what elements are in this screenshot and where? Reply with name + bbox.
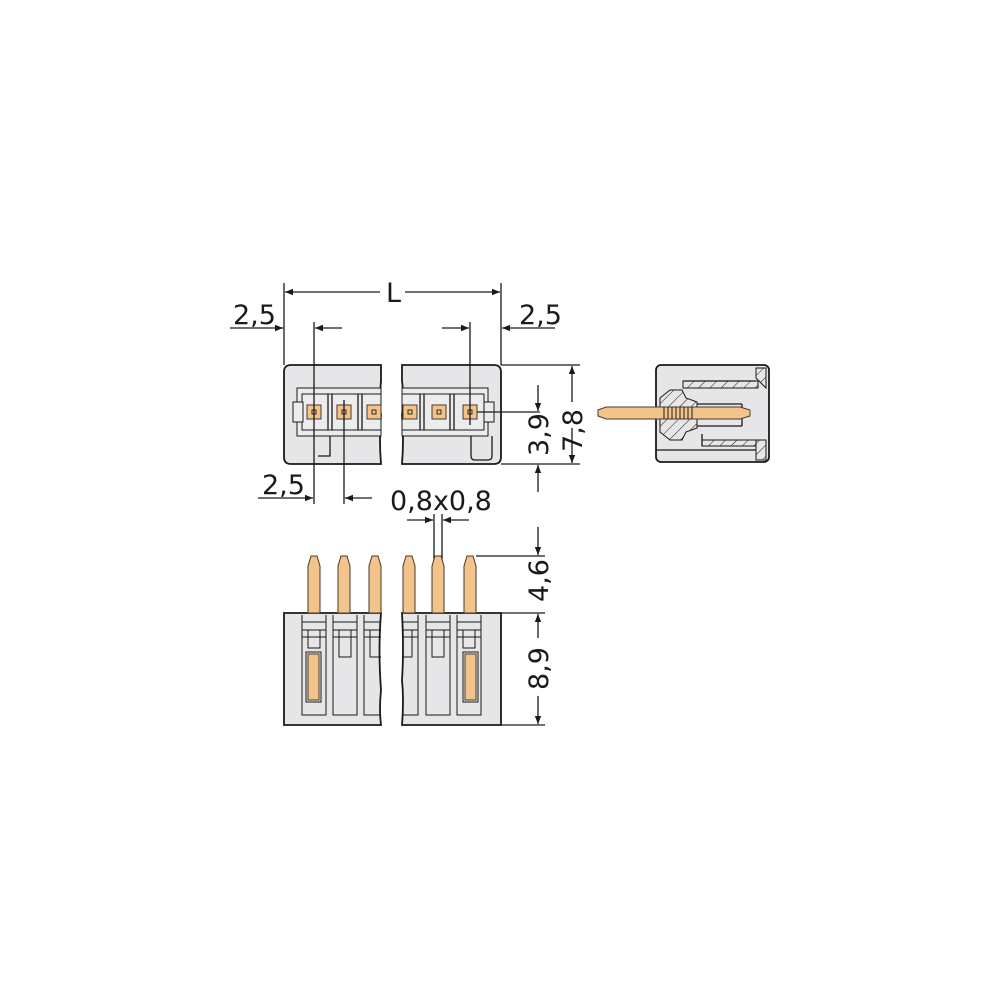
pin-front-6 xyxy=(463,555,477,614)
dimension-length-label: L xyxy=(386,278,401,309)
dimension-left-offset-label: 2,5 xyxy=(233,300,276,331)
side-section-view xyxy=(597,364,770,463)
dimension-pin-size-label: 0,8x0,8 xyxy=(390,486,492,517)
top-view xyxy=(283,322,540,504)
dimension-body-height-label: 8,9 xyxy=(524,647,555,690)
pin-front-4 xyxy=(402,555,416,614)
top-dimensions: L 2,5 2,5 2,5 0,8x0,8 7,8 3,9 xyxy=(230,278,589,570)
pin-front-1 xyxy=(307,555,321,614)
pin-front-2 xyxy=(337,555,351,614)
pin-front-3 xyxy=(368,555,382,614)
dimension-height-center-label: 3,9 xyxy=(524,413,555,456)
dimension-right-offset-label: 2,5 xyxy=(519,300,562,331)
dimension-pin-height-label: 4,6 xyxy=(524,559,555,602)
pin-inner-left xyxy=(307,653,320,701)
pin-inner-right xyxy=(464,653,477,701)
pin-top-5 xyxy=(431,404,447,420)
front-dimensions: 4,6 8,9 xyxy=(476,527,555,726)
pin-top-4 xyxy=(402,404,418,420)
dimension-pitch-label: 2,5 xyxy=(262,470,305,501)
pin-side xyxy=(597,406,751,420)
dimension-height-total-label: 7,8 xyxy=(558,409,589,452)
front-view xyxy=(283,555,502,726)
pin-front-5 xyxy=(431,555,445,614)
pin-top-3 xyxy=(366,404,382,420)
